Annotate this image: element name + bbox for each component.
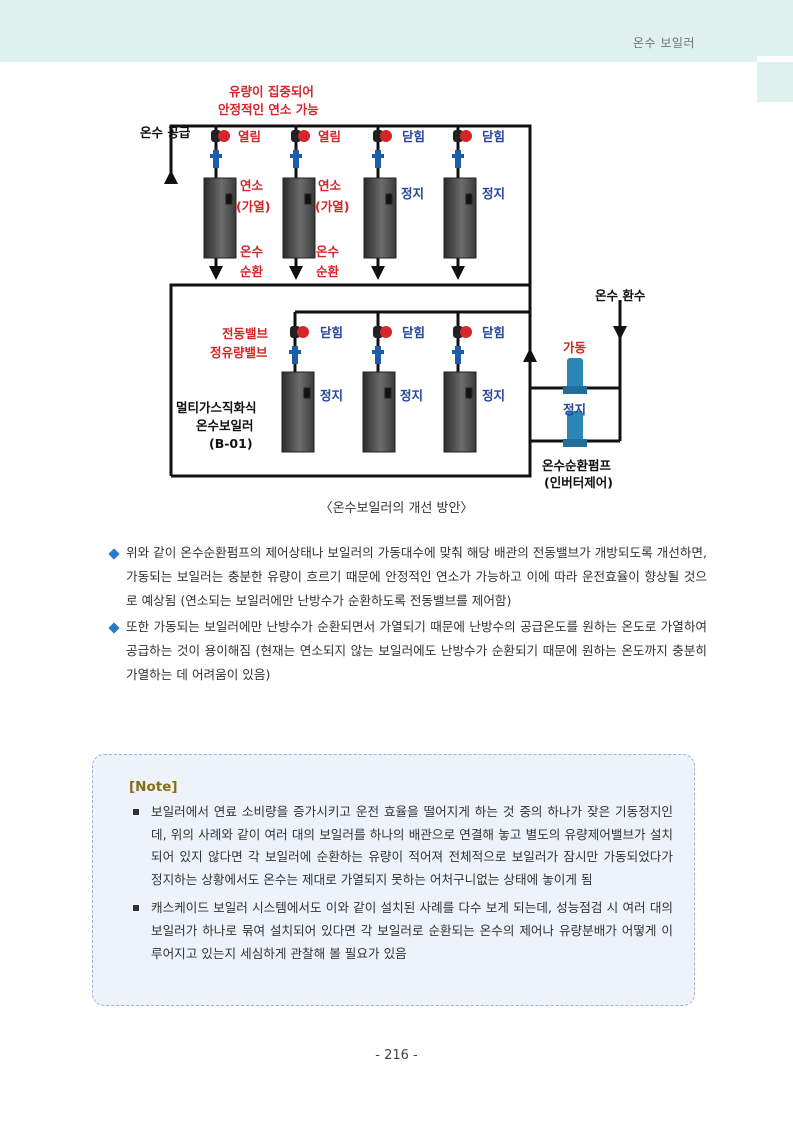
top-valves <box>210 130 472 168</box>
boiler-bottom-3 <box>443 371 477 453</box>
note-title: [Note] <box>129 779 178 795</box>
section-title: 온수 보일러 <box>632 36 695 50</box>
top-note-line-1: 유량이 집중되어 <box>229 84 314 99</box>
flow-top-1b: 순환 <box>240 264 264 279</box>
flow-valve-label: 정유량밸브 <box>210 345 268 360</box>
square-bullet-icon <box>133 809 139 815</box>
pump-label-1: 온수순환펌프 <box>542 458 612 473</box>
bullet-item: 또한 가동되는 보일러에만 난방수가 순환되면서 가열되기 때문에 난방수의 공… <box>108 615 707 687</box>
boiler-top-4 <box>443 177 477 259</box>
page-number: - 216 - <box>375 1048 418 1063</box>
pump-units <box>563 358 587 447</box>
figure-caption: 〈온수보일러의 개선 방안〉 <box>319 501 474 516</box>
boiler-label-2: 온수보일러 <box>196 418 254 433</box>
bullet-list: 위와 같이 온수순환펌프의 제어상태나 보일러의 가동대수에 맞춰 해당 배관의… <box>108 541 708 689</box>
note-list: 보일러에서 연료 소비량을 증가시키고 운전 효율을 떨어지게 하는 것 중의 … <box>133 801 673 971</box>
supply-label: 온수 공급 <box>140 125 191 140</box>
flow-top-1a: 온수 <box>240 244 264 259</box>
bullet-item: 위와 같이 온수순환펌프의 제어상태나 보일러의 가동대수에 맞춰 해당 배관의… <box>108 541 708 613</box>
header-tab <box>757 62 793 102</box>
valve-state-bottom-2: 닫힘 <box>402 325 425 340</box>
valve-state-top-3: 닫힘 <box>402 129 425 144</box>
boiler-label-1: 멀티가스직화식 <box>176 400 257 415</box>
pump-running <box>563 358 587 394</box>
valve-state-bottom-1: 닫힘 <box>320 325 343 340</box>
header-tab-notch <box>757 56 793 62</box>
note-box: [Note] 보일러에서 연료 소비량을 증가시키고 운전 효율을 떨어지게 하… <box>92 754 695 1006</box>
boiler-units <box>203 177 477 453</box>
boiler-state-top-3: 정지 <box>401 186 424 201</box>
valve-state-bottom-3: 닫힘 <box>482 325 505 340</box>
flow-top-2a: 온수 <box>316 244 340 259</box>
boiler-top-1 <box>203 177 237 259</box>
pump-label-2: (인버터제어) <box>544 475 613 490</box>
top-note-line-2: 안정적인 연소 가능 <box>218 102 319 117</box>
boiler-state-top-2a: 연소 <box>318 178 342 193</box>
flow-arrows <box>164 170 627 362</box>
diamond-bullet-icon <box>108 622 120 634</box>
valve-state-top-1: 열림 <box>238 129 261 144</box>
boiler-label-3: (B-01) <box>209 436 253 451</box>
pump-running-label: 가동 <box>563 340 587 355</box>
square-bullet-icon <box>133 905 139 912</box>
boiler-top-2 <box>282 177 316 259</box>
boiler-state-bottom-1: 정지 <box>320 388 343 403</box>
boiler-top-3 <box>363 177 397 259</box>
boiler-state-top-2b: (가열) <box>315 199 349 214</box>
pump-stopped-label: 정지 <box>563 402 586 417</box>
note-item: 보일러에서 연료 소비량을 증가시키고 운전 효율을 떨어지게 하는 것 중의 … <box>133 801 673 891</box>
boiler-diagram: 유량이 집중되어 안정적인 연소 가능 온수 공급 온수 환수 열림 열림 닫힘… <box>140 84 646 490</box>
boiler-state-top-4: 정지 <box>482 186 505 201</box>
bullet-text: 위와 같이 온수순환펌프의 제어상태나 보일러의 가동대수에 맞춰 해당 배관의… <box>126 545 708 608</box>
boiler-bottom-2 <box>362 371 396 453</box>
note-text: 보일러에서 연료 소비량을 증가시키고 운전 효율을 떨어지게 하는 것 중의 … <box>151 804 673 887</box>
boiler-bottom-1 <box>281 371 315 453</box>
bullet-text: 또한 가동되는 보일러에만 난방수가 순환되면서 가열되기 때문에 난방수의 공… <box>126 619 707 682</box>
motor-valve-label: 전동밸브 <box>222 326 269 341</box>
note-text: 캐스케이드 보일러 시스템에서도 이와 같이 설치된 사례를 다수 보게 되는데… <box>151 900 673 961</box>
boiler-state-top-1b: (가열) <box>236 199 270 214</box>
boiler-state-bottom-2: 정지 <box>400 388 423 403</box>
return-label: 온수 환수 <box>595 288 646 303</box>
boiler-state-top-1a: 연소 <box>240 178 264 193</box>
note-item: 캐스케이드 보일러 시스템에서도 이와 같이 설치된 사례를 다수 보게 되는데… <box>133 897 673 965</box>
header-band <box>0 0 793 62</box>
bottom-valves <box>289 326 472 364</box>
valve-state-top-4: 닫힘 <box>482 129 505 144</box>
boiler-state-bottom-3: 정지 <box>482 388 505 403</box>
flow-top-2b: 순환 <box>316 264 340 279</box>
valve-state-top-2: 열림 <box>318 129 341 144</box>
pump-stopped <box>563 411 587 447</box>
diamond-bullet-icon <box>108 548 120 560</box>
